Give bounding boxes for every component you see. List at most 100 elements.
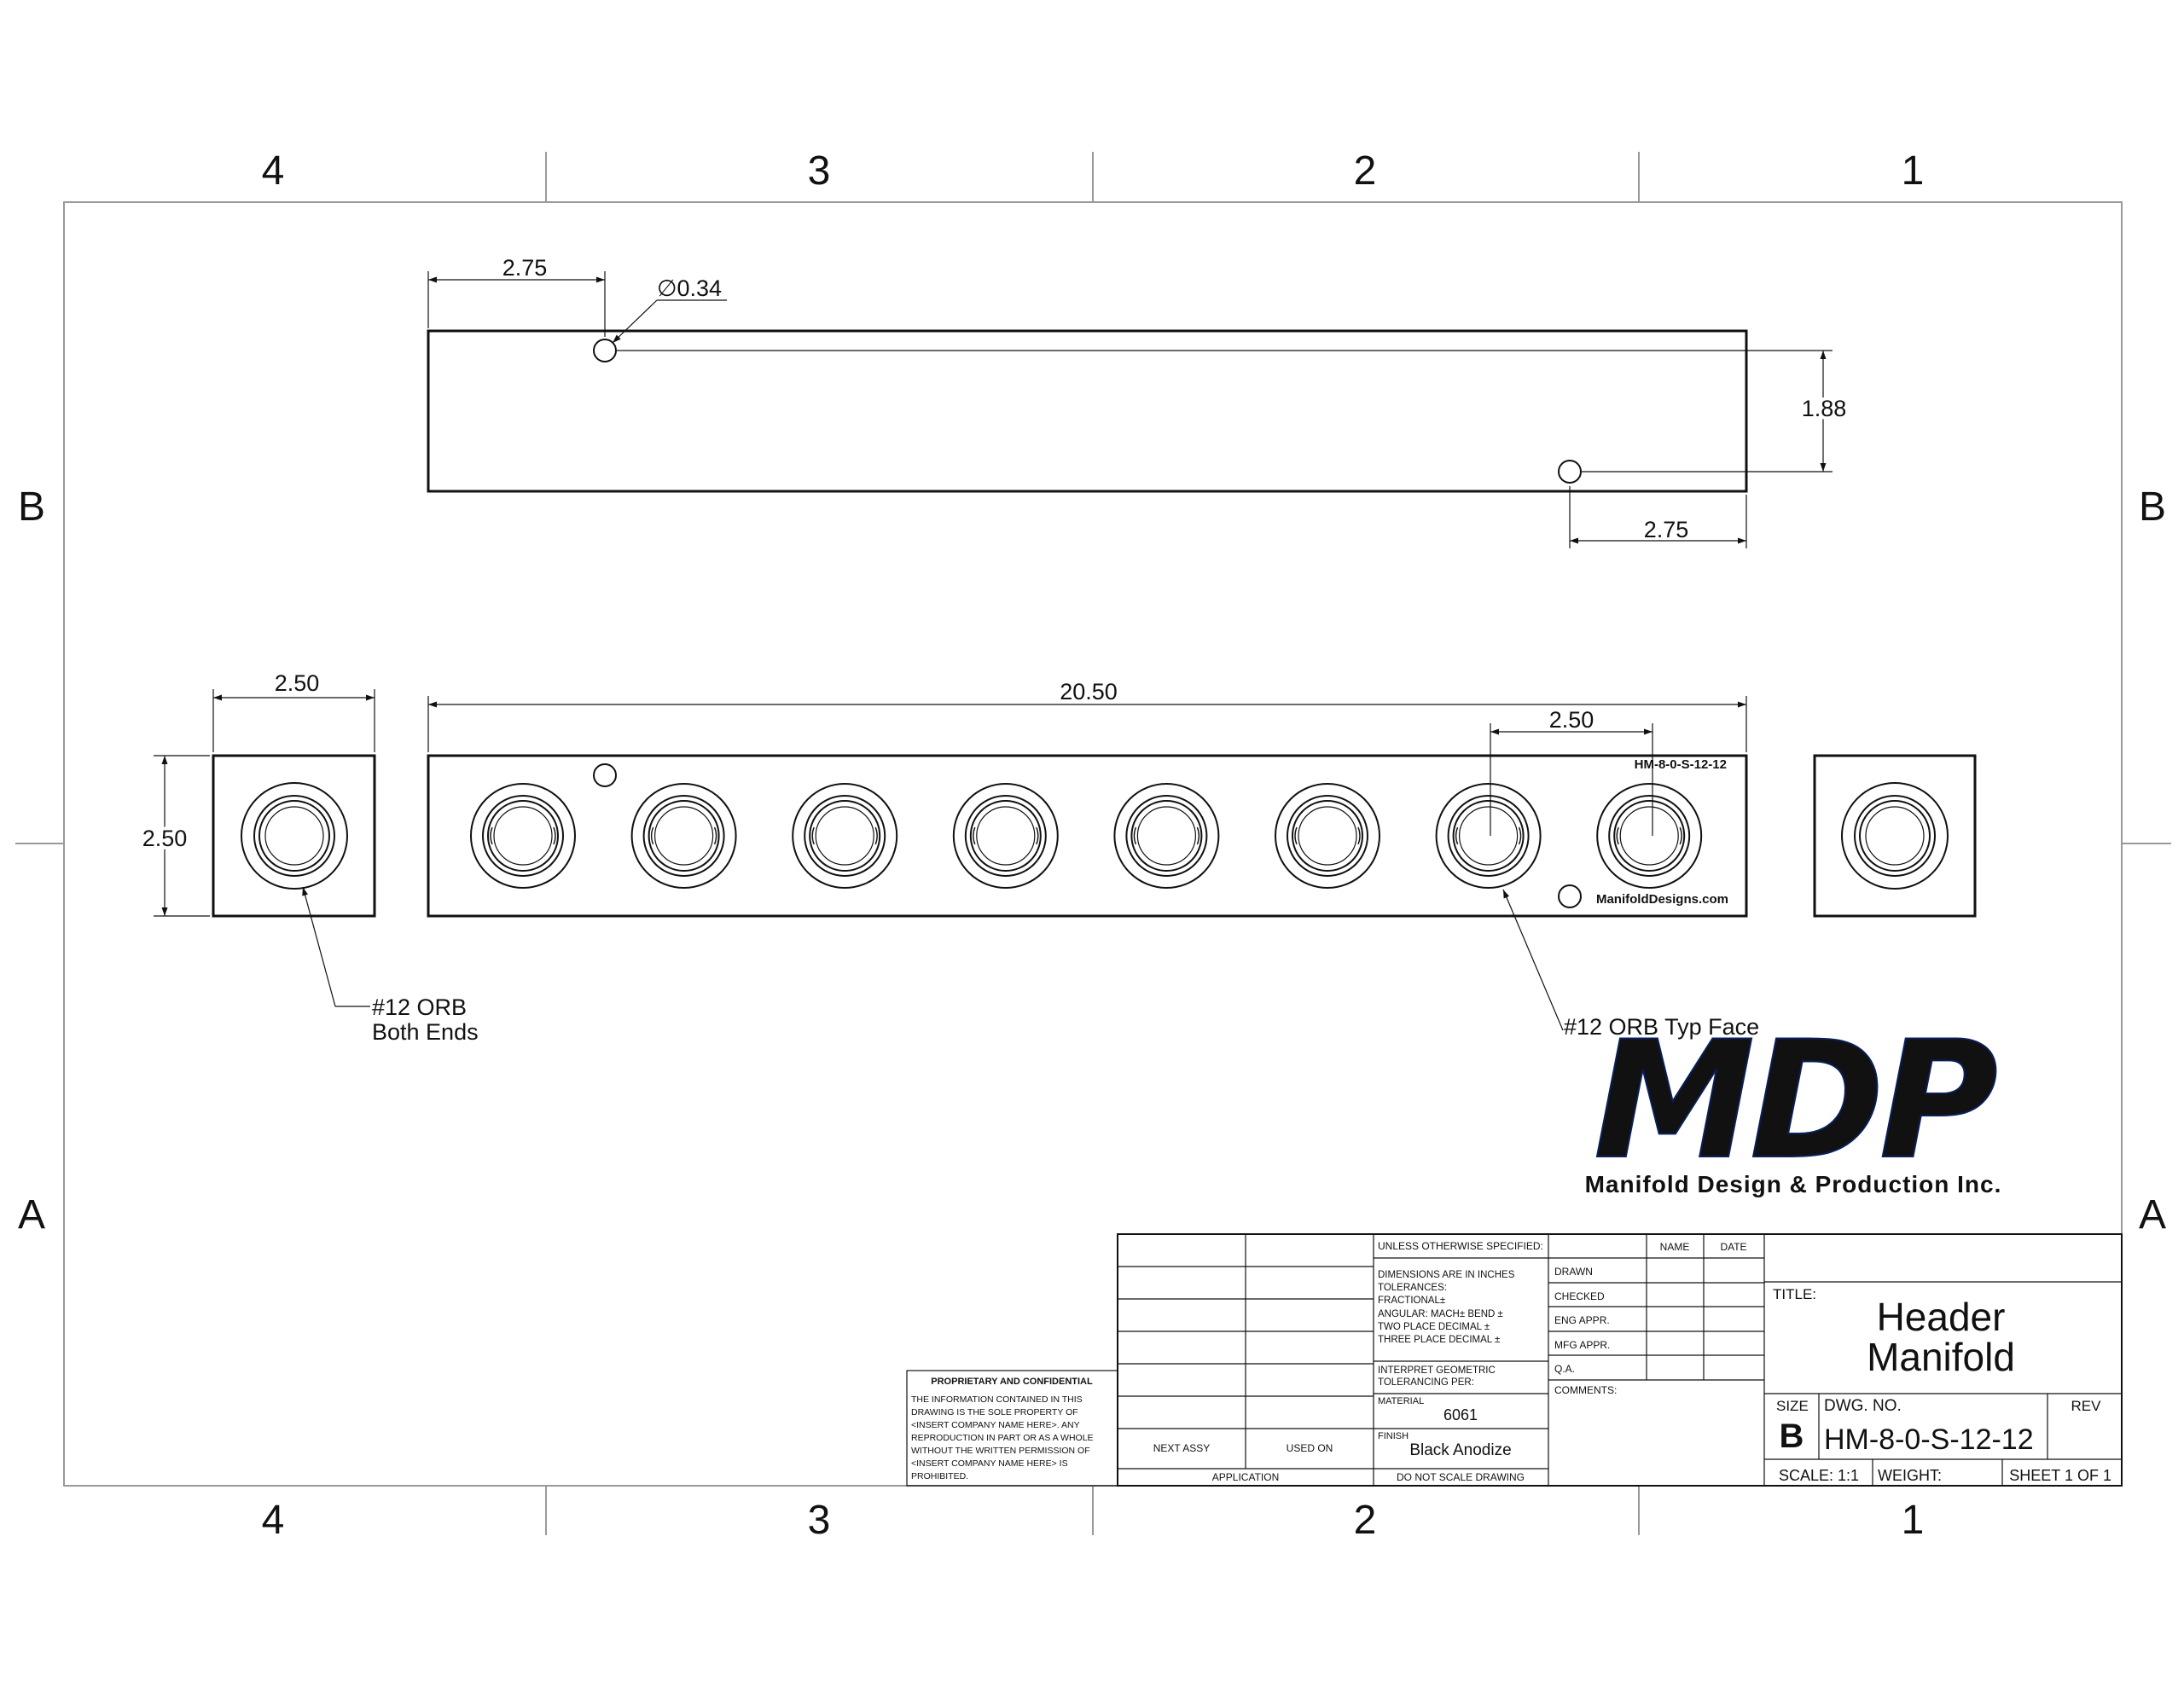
thread-mark bbox=[1133, 826, 1137, 845]
mounting-hole-right bbox=[1558, 460, 1582, 484]
face-port-ring bbox=[1130, 800, 1203, 872]
thread-mark bbox=[1616, 826, 1619, 845]
used-on-label: USED ON bbox=[1287, 1442, 1333, 1454]
face-port bbox=[792, 783, 898, 889]
mounting-hole-left bbox=[593, 339, 617, 362]
dim-top-left-offset: 2.75 bbox=[502, 255, 548, 281]
next-assy-label: NEXT ASSY bbox=[1153, 1442, 1210, 1454]
drawing-title-line1: Header bbox=[1877, 1295, 2006, 1339]
face-port-ring bbox=[630, 783, 737, 889]
zone-row-b-left: B bbox=[18, 484, 45, 530]
dwg-no-label: DWG. NO. bbox=[1824, 1397, 1902, 1415]
dim-end-height: 2.50 bbox=[142, 826, 188, 851]
face-port-ring bbox=[487, 800, 559, 872]
face-port-ring bbox=[976, 806, 1036, 866]
thread-mark bbox=[1455, 826, 1459, 845]
mfg-appr-label: MFG APPR. bbox=[1554, 1339, 1610, 1351]
face-port-ring bbox=[470, 783, 576, 889]
end-port-left-ring-inner bbox=[258, 800, 330, 872]
end-port-left-ring bbox=[253, 795, 335, 877]
zone-col-3-top: 3 bbox=[808, 148, 831, 194]
rev-label: REV bbox=[2071, 1398, 2102, 1414]
drawing-title-line2: Manifold bbox=[1867, 1335, 2015, 1379]
zone-col-1-bottom: 1 bbox=[1902, 1498, 1925, 1543]
title-label: TITLE: bbox=[1773, 1286, 1816, 1302]
eng-appr-label: ENG APPR. bbox=[1554, 1314, 1610, 1326]
top-view: 2.75 1.88 2.75 ∅0.34 bbox=[427, 255, 1850, 548]
finish-value: Black Anodize bbox=[1409, 1441, 1511, 1459]
top-view-outline bbox=[427, 329, 1748, 493]
proprietary-line: DRAWING IS THE SOLE PROPERTY OF bbox=[911, 1407, 1078, 1417]
face-port bbox=[630, 783, 737, 889]
face-port-ring bbox=[809, 800, 881, 872]
proprietary-line: <INSERT COMPANY NAME HERE> IS bbox=[911, 1458, 1068, 1469]
face-port-ring bbox=[1596, 783, 1703, 889]
face-port-ring bbox=[1458, 806, 1519, 866]
proprietary-line: WITHOUT THE WRITTEN PERMISSION OF bbox=[911, 1446, 1090, 1456]
zone-col-4-top: 4 bbox=[262, 148, 285, 194]
face-port-ring bbox=[1619, 806, 1679, 866]
end-port-right-spotface bbox=[1841, 782, 1949, 890]
thread-mark bbox=[1036, 826, 1039, 845]
dim-end-width: 2.50 bbox=[275, 670, 320, 696]
do-not-scale-label: DO NOT SCALE DRAWING bbox=[1397, 1471, 1525, 1483]
face-port-ring bbox=[482, 795, 564, 877]
face-port-ring bbox=[804, 795, 886, 877]
part-marking: HM-8-0-S-12-12 bbox=[1635, 757, 1727, 772]
application-label: APPLICATION bbox=[1212, 1471, 1279, 1483]
thread-mark bbox=[811, 826, 815, 845]
face-port-ring bbox=[642, 795, 725, 877]
face-port-ring bbox=[1287, 795, 1368, 877]
sheet-label: SHEET 1 OF 1 bbox=[2009, 1467, 2111, 1484]
dim-port-spacing: 2.50 bbox=[1549, 707, 1594, 733]
face-port-ring bbox=[1125, 795, 1208, 877]
mdp-logo: MDP Manifold Design & Production Inc. bbox=[1585, 1006, 2002, 1197]
face-port-ring bbox=[1435, 783, 1542, 889]
face-port bbox=[470, 783, 576, 889]
end-view-right-outline bbox=[1813, 754, 1977, 918]
face-port-ring bbox=[1447, 795, 1530, 877]
logo-company-name: Manifold Design & Production Inc. bbox=[1585, 1171, 2002, 1197]
tolerance-notes: DIMENSIONS ARE IN INCHES TOLERANCES: FRA… bbox=[1378, 1270, 1515, 1388]
face-port bbox=[1113, 783, 1220, 889]
logo-letters: MDP bbox=[1594, 1006, 1996, 1195]
thread-mark bbox=[1294, 826, 1298, 845]
tolerance-line: ANGULAR: MACH± BEND ± bbox=[1378, 1309, 1503, 1319]
qa-label: Q.A. bbox=[1554, 1363, 1575, 1375]
face-port-ring bbox=[1113, 783, 1220, 889]
interpret-line: TOLERANCING PER: bbox=[1378, 1377, 1474, 1388]
face-port-ring bbox=[1613, 800, 1686, 872]
zone-row-a-left: A bbox=[18, 1192, 45, 1238]
end-view-left-outline bbox=[212, 754, 376, 918]
proprietary-text: THE INFORMATION CONTAINED IN THIS DRAWIN… bbox=[911, 1394, 1094, 1481]
end-port-left-bore bbox=[264, 806, 324, 866]
tolerance-line: DIMENSIONS ARE IN INCHES bbox=[1378, 1270, 1515, 1280]
front-view: HM-8-0-S-12-12 ManifoldDesigns.com 20.50… bbox=[427, 679, 1759, 1040]
material-label: MATERIAL bbox=[1378, 1396, 1424, 1406]
face-port-ring bbox=[1298, 806, 1357, 866]
face-port-ring bbox=[1136, 806, 1197, 866]
zone-col-2-top: 2 bbox=[1354, 148, 1377, 194]
proprietary-heading: PROPRIETARY AND CONFIDENTIAL bbox=[931, 1377, 1093, 1387]
thread-mark bbox=[1196, 826, 1200, 845]
zone-col-2-bottom: 2 bbox=[1354, 1498, 1377, 1543]
thread-mark bbox=[553, 826, 556, 845]
face-port-ring bbox=[952, 783, 1059, 889]
face-port-ring bbox=[1608, 795, 1691, 877]
end-port-right-bore bbox=[1865, 806, 1925, 866]
face-port bbox=[952, 783, 1059, 889]
thread-mark bbox=[1679, 826, 1682, 845]
zone-row-b-right: B bbox=[2139, 484, 2166, 530]
face-port-ring bbox=[969, 800, 1042, 872]
name-header: NAME bbox=[1660, 1241, 1690, 1253]
face-port bbox=[1596, 783, 1703, 889]
tolerance-line: TWO PLACE DECIMAL ± bbox=[1378, 1322, 1490, 1332]
checked-label: CHECKED bbox=[1554, 1290, 1605, 1302]
thread-mark bbox=[490, 826, 493, 845]
scale-label: SCALE: 1:1 bbox=[1779, 1467, 1859, 1484]
weight-label: WEIGHT: bbox=[1878, 1467, 1942, 1484]
comments-label: COMMENTS: bbox=[1554, 1384, 1617, 1396]
face-port bbox=[1435, 783, 1542, 889]
dim-overall-length: 20.50 bbox=[1060, 679, 1118, 704]
